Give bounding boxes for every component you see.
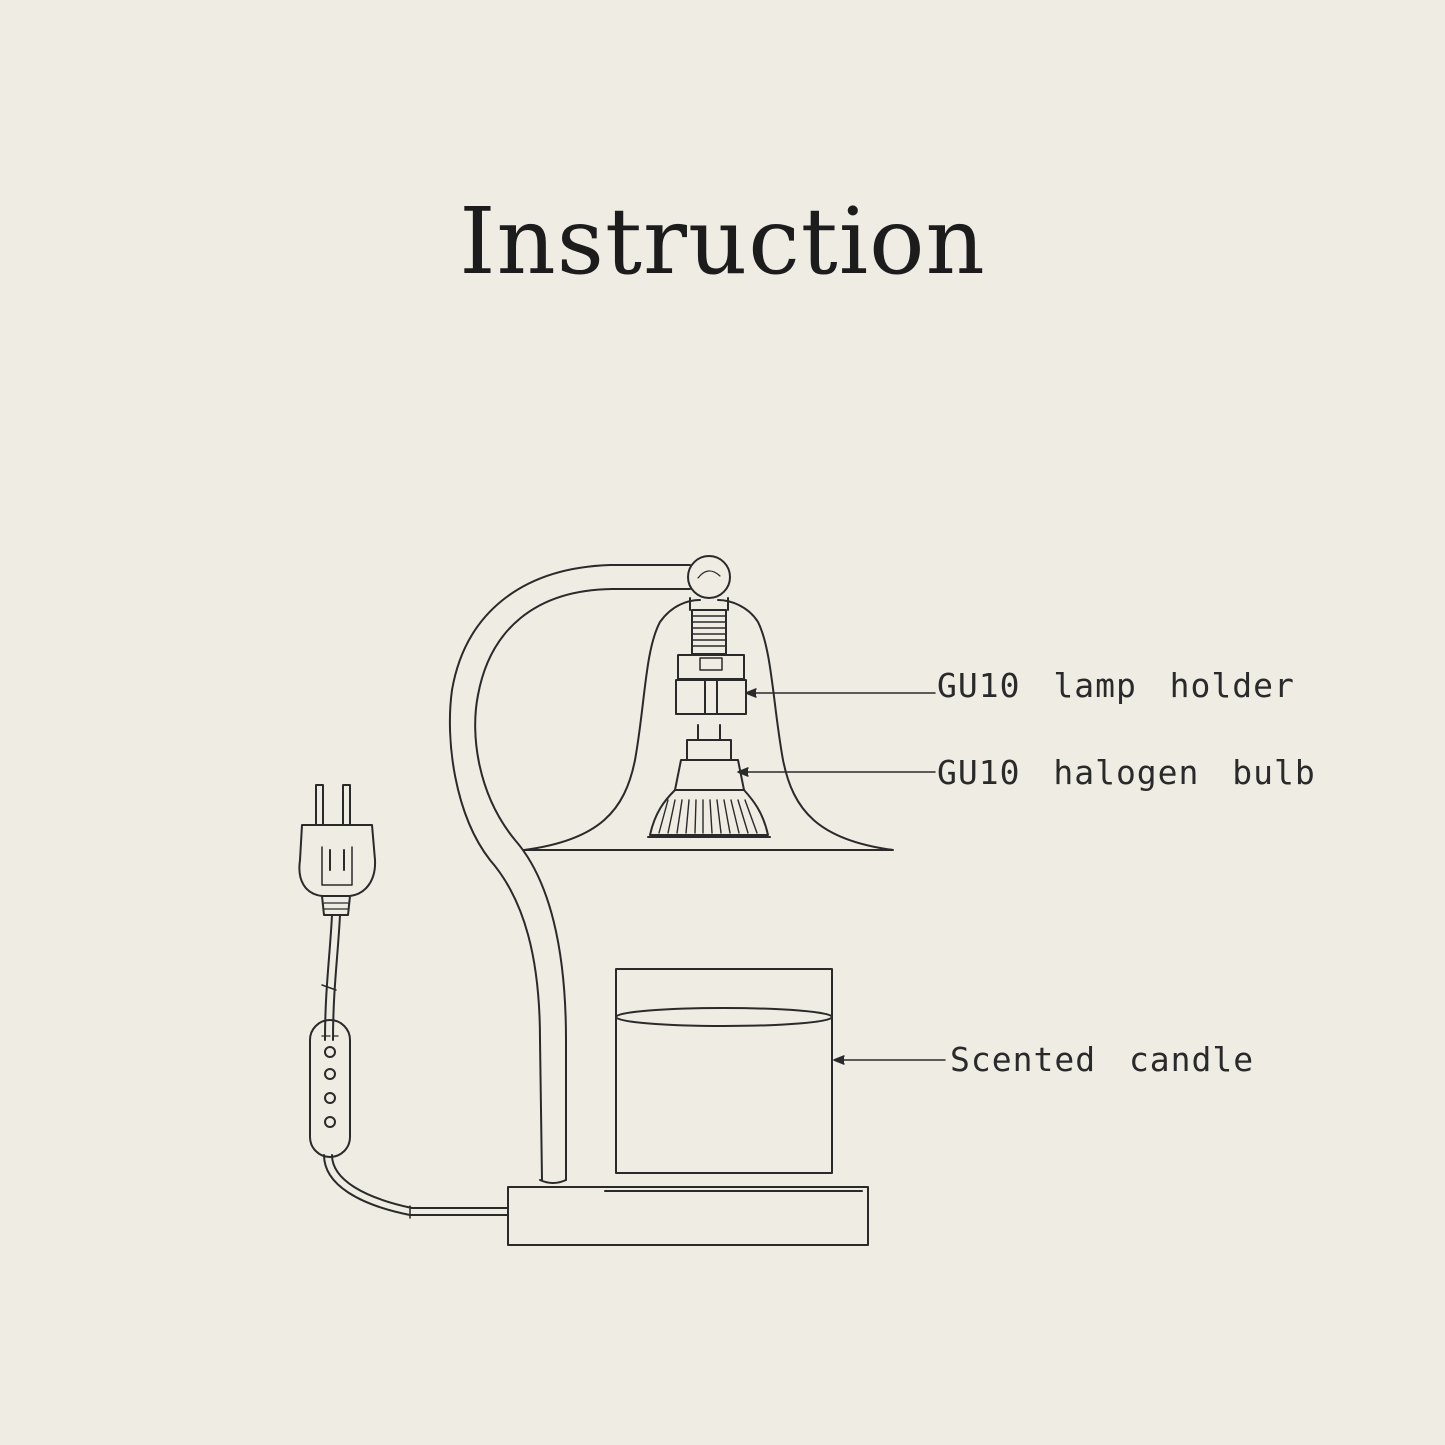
scented-candle-jar xyxy=(615,968,833,1174)
gu10-lamp-holder xyxy=(675,654,747,715)
label-gu10-halogen-bulb: GU10 halogen bulb xyxy=(937,753,1316,792)
gu10-halogen-bulb xyxy=(647,724,771,838)
threaded-stem xyxy=(689,597,729,655)
label-scented-candle: Scented candle xyxy=(950,1040,1255,1079)
lampshade xyxy=(523,599,894,851)
lamp-base xyxy=(507,1186,869,1246)
power-cord xyxy=(321,914,509,1219)
dimmer-switch xyxy=(309,1019,351,1158)
page-title: Instruction xyxy=(459,188,986,295)
power-plug xyxy=(298,784,377,916)
lamp-arm xyxy=(448,555,731,1184)
label-gu10-lamp-holder: GU10 lamp holder xyxy=(937,666,1295,705)
leader-lines xyxy=(737,688,946,1065)
